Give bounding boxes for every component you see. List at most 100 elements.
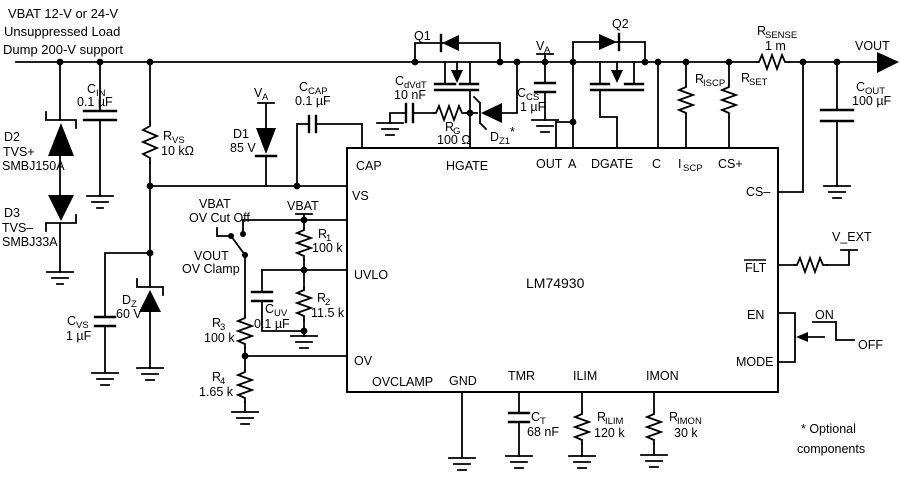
q1-ref: Q1	[414, 29, 431, 43]
pin-cs-minus: CS–	[746, 185, 770, 199]
cdvdt-ref-sub: dVdT	[404, 80, 427, 91]
r2-ref-sub: 2	[325, 297, 330, 308]
d2-type: TVS+	[3, 145, 35, 159]
rimon-ref: R	[669, 410, 678, 424]
capacitor-cout	[819, 61, 855, 199]
ic-part-number: LM74930	[526, 275, 585, 291]
cout-value: 100 µF	[852, 94, 892, 108]
rilim-ref-sub: ILIM	[605, 416, 624, 427]
ccap-ref: C	[299, 80, 308, 94]
d1-value: 85 V	[230, 141, 256, 155]
pin-uvlo: UVLO	[354, 268, 388, 282]
tvs-d2-d3-branch	[45, 61, 77, 285]
rvs-ref: R	[163, 129, 172, 143]
rg-ref-sub: G	[453, 126, 460, 137]
cin-value: 0.1 µF	[77, 95, 113, 109]
rimon-ref-sub: IMON	[677, 416, 702, 427]
cin-ref-sub: IN	[96, 88, 106, 99]
dz-value: 60 V	[116, 307, 142, 321]
rimon-value: 30 k	[674, 426, 698, 440]
d3-part: SMBJ33A	[2, 235, 58, 249]
pin-c: C	[652, 157, 661, 171]
resistor-rg	[433, 103, 471, 123]
rvs-ref-sub: VS	[172, 135, 185, 146]
r1-value: 100 k	[312, 241, 343, 255]
capacitor-ccs	[531, 53, 559, 133]
rset-ref-sub: SET	[749, 77, 768, 88]
pin-tmr: TMR	[508, 369, 535, 383]
header-note: VBAT 12-V or 24-V Unsuppressed Load Dump…	[3, 6, 123, 57]
cvs-ref-sub: VS	[76, 320, 89, 331]
r3-value: 100 k	[204, 331, 235, 345]
cin-ref: C	[87, 82, 96, 96]
resistor-rilim	[568, 391, 596, 469]
pin-ovclamp: OVCLAMP	[372, 375, 433, 389]
vs-net	[149, 185, 348, 254]
va-label-d1: V	[254, 86, 263, 100]
rsense-ref: R	[757, 24, 766, 38]
cdvdt-value: 10 nF	[394, 88, 426, 102]
cvs-value: 1 µF	[66, 329, 92, 343]
r4-ref-sub: 4	[220, 376, 225, 387]
cvs-ref: C	[67, 314, 76, 328]
pin-ilim: ILIM	[573, 369, 597, 383]
r4-ref: R	[212, 370, 221, 384]
switch-label-vout: VOUT	[194, 249, 229, 263]
pin-iscp: I	[678, 157, 681, 171]
r2-ref: R	[317, 291, 326, 305]
ccap-value: 0.1 µF	[295, 94, 331, 108]
zener-dz	[136, 252, 164, 381]
junction-dots	[56, 58, 841, 360]
zener-dz1	[469, 61, 518, 131]
d2-part: SMBJ150A	[2, 159, 65, 173]
ct-ref-sub: T	[540, 416, 546, 427]
ov-selector-switch	[216, 219, 247, 317]
en-mode-control	[777, 312, 855, 363]
capacitor-ct	[505, 391, 533, 469]
cuv-ref-sub: UV	[274, 308, 288, 319]
r3-ref-sub: 3	[220, 322, 225, 333]
switch-label-vbat: VBAT	[199, 197, 231, 211]
dz-ref: D	[122, 293, 131, 307]
resistor-riscp	[676, 61, 696, 149]
pin-out: OUT	[536, 157, 563, 171]
ct-ref: C	[531, 410, 540, 424]
resistor-rset	[719, 61, 739, 149]
d3-ref: D3	[4, 206, 20, 220]
gnd-pin-wire	[448, 391, 476, 471]
ic-body	[346, 147, 779, 393]
note-line-2: Unsuppressed Load	[4, 24, 120, 39]
ct-value: 68 nF	[527, 425, 559, 439]
va-label-rail: V	[536, 39, 545, 53]
rset-ref: R	[741, 71, 750, 85]
cuv-value: 0.1 µF	[254, 317, 290, 331]
pin-ov: OV	[354, 354, 373, 368]
pin-iscp-sub: SCP	[683, 163, 703, 174]
r1-ref-sub: 1	[326, 233, 331, 244]
rilim-ref: R	[597, 410, 606, 424]
dz1-star: *	[510, 125, 515, 139]
ccs-value: 1 µF	[520, 100, 546, 114]
note-line-3: Dump 200-V support	[3, 42, 123, 57]
ccs-ref-sub: CS	[526, 92, 539, 103]
ccs-ref: C	[517, 86, 526, 100]
cout-ref: C	[856, 80, 865, 94]
d1-ref: D1	[233, 127, 249, 141]
pin-en: EN	[747, 308, 764, 322]
riscp-ref-sub: ISCP	[703, 78, 725, 89]
va-label-rail-sub: A	[544, 45, 551, 56]
capacitor-cvs	[91, 252, 151, 386]
pin-dgate: DGATE	[591, 157, 633, 171]
d2-ref: D2	[4, 130, 20, 144]
footnote: * Optional components	[797, 422, 865, 456]
pin-imon: IMON	[646, 369, 679, 383]
capacitor-ccap	[296, 114, 363, 187]
resistor-rimon	[640, 391, 668, 468]
ic-labels: LM74930 CAP HGATE OUT A DGATE C I SCP CS…	[352, 157, 774, 389]
pin-cs-plus: CS+	[718, 157, 743, 171]
cs-minus-wire	[777, 61, 804, 193]
cdvdt-ref: C	[395, 74, 404, 88]
rg-value: 100 Ω	[437, 133, 471, 147]
flt-pullup	[777, 249, 858, 275]
pin-vs: VS	[352, 189, 369, 203]
